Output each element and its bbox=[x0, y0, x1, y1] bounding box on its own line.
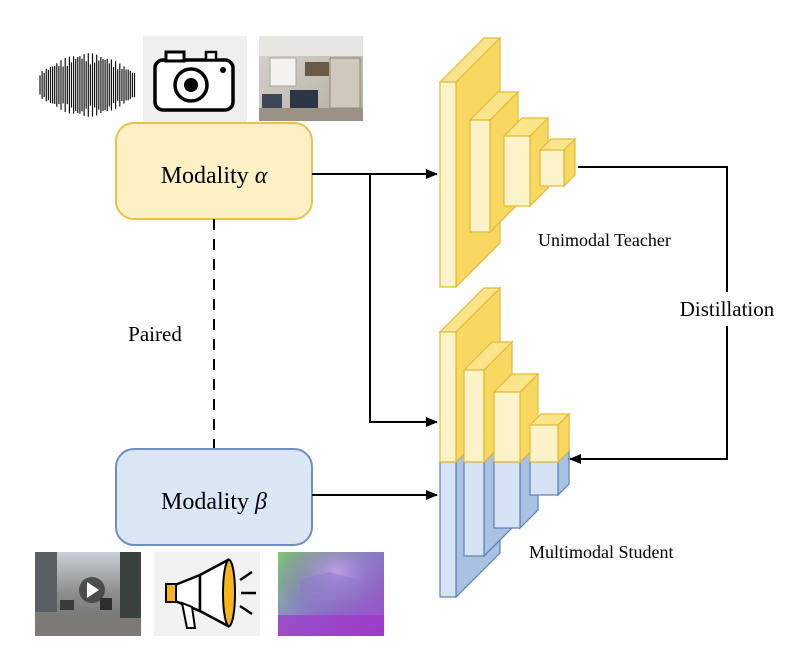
multimodal-student-network bbox=[438, 286, 571, 599]
megaphone-icon bbox=[154, 552, 260, 636]
depth-map-icon bbox=[278, 552, 384, 636]
alpha-connectors bbox=[312, 169, 438, 427]
street-video-thumbnail-icon bbox=[35, 552, 141, 636]
modality-beta-box: Modality β bbox=[115, 448, 313, 546]
multimodal-student-label: Multimodal Student bbox=[529, 542, 674, 562]
modality-alpha-box: Modality α bbox=[115, 122, 313, 220]
unimodal-teacher-network bbox=[438, 36, 577, 289]
modality-beta-label: Modality β bbox=[161, 489, 267, 515]
camera-icon bbox=[143, 36, 247, 122]
paired-label: Paired bbox=[128, 322, 182, 346]
waveform-icon bbox=[39, 53, 136, 117]
student-layer-4-upper bbox=[528, 412, 571, 464]
teacher-layer-4 bbox=[538, 137, 577, 188]
unimodal-teacher-label: Unimodal Teacher bbox=[538, 230, 671, 250]
indoor-room-photo-icon bbox=[259, 36, 363, 121]
modality-alpha-label: Modality α bbox=[161, 163, 268, 189]
distillation-label: Distillation bbox=[680, 297, 775, 321]
student-layer-3-upper bbox=[492, 372, 540, 464]
